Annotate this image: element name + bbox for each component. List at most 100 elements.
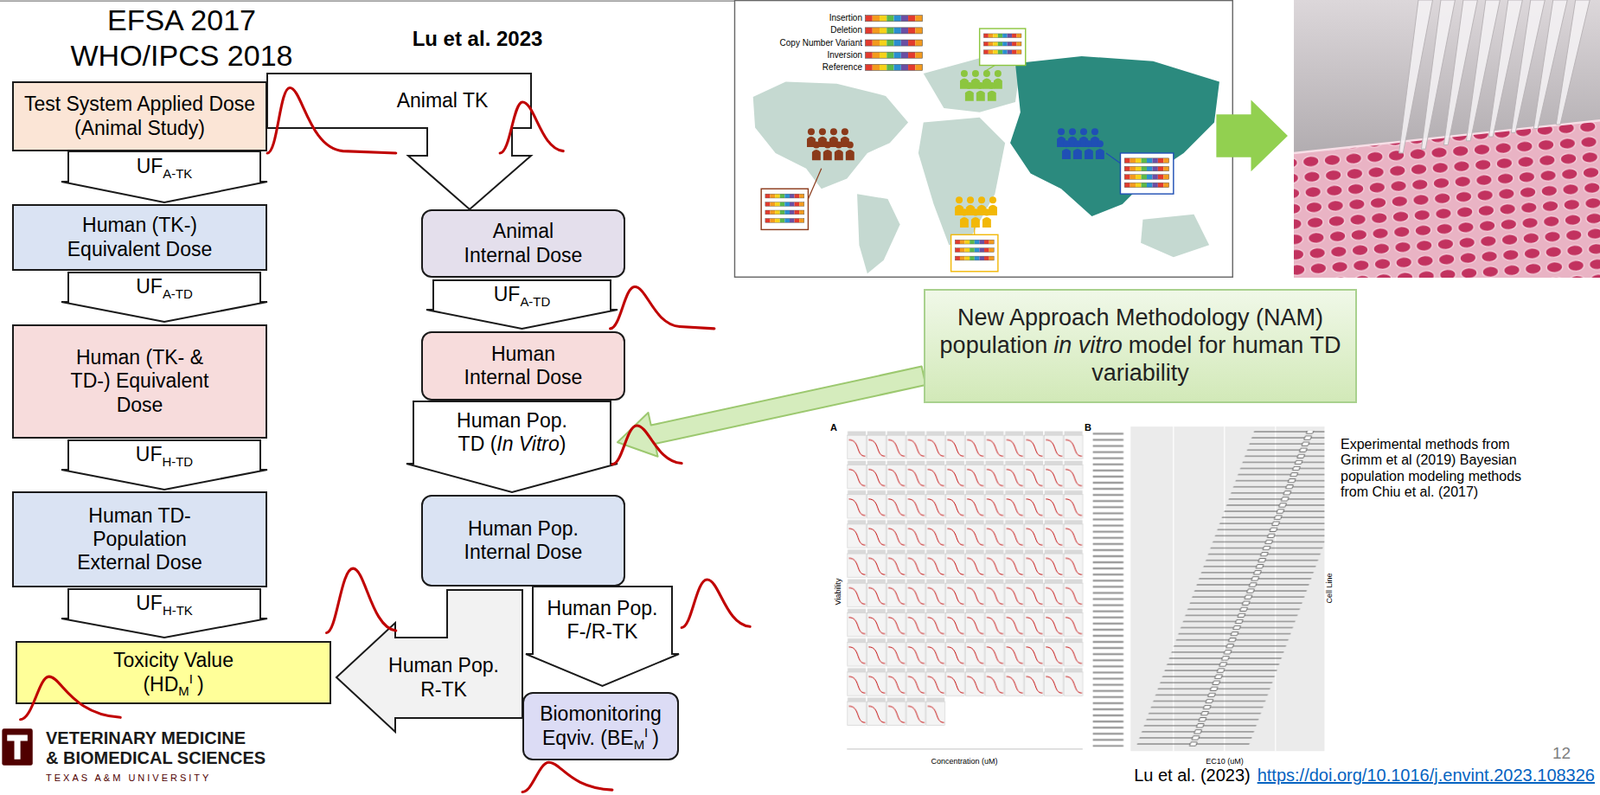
process-box: Human Internal Dose [421, 331, 626, 401]
text-area: Human (TK-) Equivalent Dose [13, 205, 266, 269]
world-map [865, 64, 923, 71]
node-text: In Vitro [496, 432, 559, 455]
text-area: Test System Applied Dose (Animal Study) [13, 83, 266, 150]
node-text: model for human TD variability [1091, 332, 1341, 386]
text-area: Animal Internal Dose [422, 211, 624, 276]
world-map [1095, 140, 1105, 160]
world-map [1124, 182, 1170, 188]
process-box: Human TD-Population External Dose [12, 491, 268, 588]
node-text: Human Pop. Internal Dose [464, 517, 583, 564]
uncertainty-arrow: UFA-TK [61, 151, 268, 203]
node-text: Human (TK-) Equivalent Dose [67, 213, 213, 260]
node-text: Human (TK- & TD-) Equivalent Dose [70, 345, 210, 416]
node-text: I [189, 671, 193, 686]
world-map [954, 196, 998, 228]
plate-photo [1293, 0, 1600, 278]
node-text: Test System Applied Dose (Animal Study) [24, 92, 256, 139]
world-map [1084, 140, 1094, 160]
bent-arrow: Animal TK [267, 73, 532, 210]
world-map [834, 141, 844, 161]
world-map [923, 57, 1021, 113]
world-map [965, 82, 974, 102]
world-map [983, 33, 1022, 39]
node-text: ) [559, 432, 567, 455]
text-block: UFA-TK [136, 154, 193, 179]
text-block: Human (TK- & TD-) Equivalent Dose [62, 345, 218, 416]
process-box: Human (TK-) Equivalent Dose [12, 204, 268, 271]
node-text: Human TD-Population External Dose [76, 504, 202, 574]
axis-title: Cell Line [1324, 572, 1334, 603]
distribution-curve [610, 287, 715, 329]
page-number: 12 [1552, 743, 1571, 763]
result-box: Toxicity Value(HDMI) [15, 640, 332, 704]
world-map [987, 82, 997, 102]
dose-response-figure [1089, 430, 1127, 748]
uncertainty-arrow-outline [61, 151, 268, 203]
world-map [1120, 153, 1173, 194]
text-block: Human Pop. R-TK [378, 653, 509, 701]
process-arrow-outline [525, 586, 679, 686]
text-block: Test System Applied Dose (Animal Study) [19, 92, 261, 140]
dose-response-figure [846, 426, 1325, 751]
dose-response-figure [846, 697, 946, 727]
world-map [865, 51, 923, 58]
world-map [753, 81, 909, 189]
world-map [734, 0, 1233, 278]
process-arrow: Human Pop. F-/R-TK [525, 586, 679, 686]
world-map [973, 226, 975, 235]
distribution-curve [612, 425, 682, 465]
text-block: New Approach Methodology (NAM) populatio… [930, 304, 1351, 388]
text-area: Human Pop. Internal Dose [422, 496, 624, 585]
text-block: Human (TK-) Equivalent Dose [62, 213, 218, 261]
text-block: Animal Internal Dose [460, 219, 587, 267]
world-map [1062, 140, 1071, 160]
world-map [954, 256, 994, 261]
result-box: BiomonitoringEqviv. (BEMI) [522, 691, 679, 761]
dose-response-figure [846, 748, 1083, 749]
world-map [1124, 166, 1170, 172]
node-text: UF [135, 275, 163, 298]
text-block: Animal TK [396, 89, 489, 113]
logo-text: TEXAS A&M UNIVERSITY [45, 772, 212, 784]
distribution-curve [522, 761, 613, 792]
plate-photo [1293, 0, 1600, 278]
bent-arrow: Human Pop. R-TK [336, 589, 523, 733]
node-text: Eqviv. (BE [542, 726, 634, 749]
text-area: New Approach Methodology (NAM) populatio… [925, 290, 1356, 402]
text-block: Human Pop. F-/R-TK [542, 596, 664, 644]
world-map [765, 217, 805, 223]
world-map [765, 193, 805, 199]
text-area: UFH-TK [68, 588, 261, 619]
distribution-curve [267, 87, 397, 154]
panel-letter: A [830, 422, 838, 434]
world-map [983, 41, 1022, 46]
world-map [806, 128, 855, 160]
uncertainty-arrow-outline [61, 440, 268, 490]
world-map [983, 50, 1022, 55]
citation: Lu et al. (2023) [1133, 765, 1251, 786]
node-text: A-TK [162, 166, 192, 181]
world-map [976, 82, 986, 102]
node-text: Biomonitoring [539, 702, 662, 726]
legend-item: Inversion [723, 49, 863, 62]
process-box: Human Pop. Internal Dose [421, 494, 626, 587]
node-text: I [644, 724, 648, 740]
dose-response-figure [846, 430, 1083, 698]
node-text: Human Internal Dose [464, 342, 583, 389]
node-text: A-TD [162, 286, 193, 301]
text-block: Human Pop. TD (In Vitro) [442, 409, 582, 456]
distribution-curve [681, 579, 750, 628]
axis-title: Viability [833, 578, 843, 606]
node-text: UF [135, 591, 163, 615]
legend-item: Copy Number Variant [723, 37, 863, 50]
world-map [765, 210, 805, 215]
process-arrow-outline [406, 401, 618, 493]
plate-photo [1399, 0, 1591, 154]
node-text: ) [197, 672, 205, 696]
world-map [1106, 153, 1121, 164]
uncertainty-arrow: UFA-TD [426, 280, 618, 329]
text-block: UFH-TD [135, 442, 193, 467]
panel-letter: B [1084, 422, 1092, 434]
world-map [985, 65, 996, 72]
